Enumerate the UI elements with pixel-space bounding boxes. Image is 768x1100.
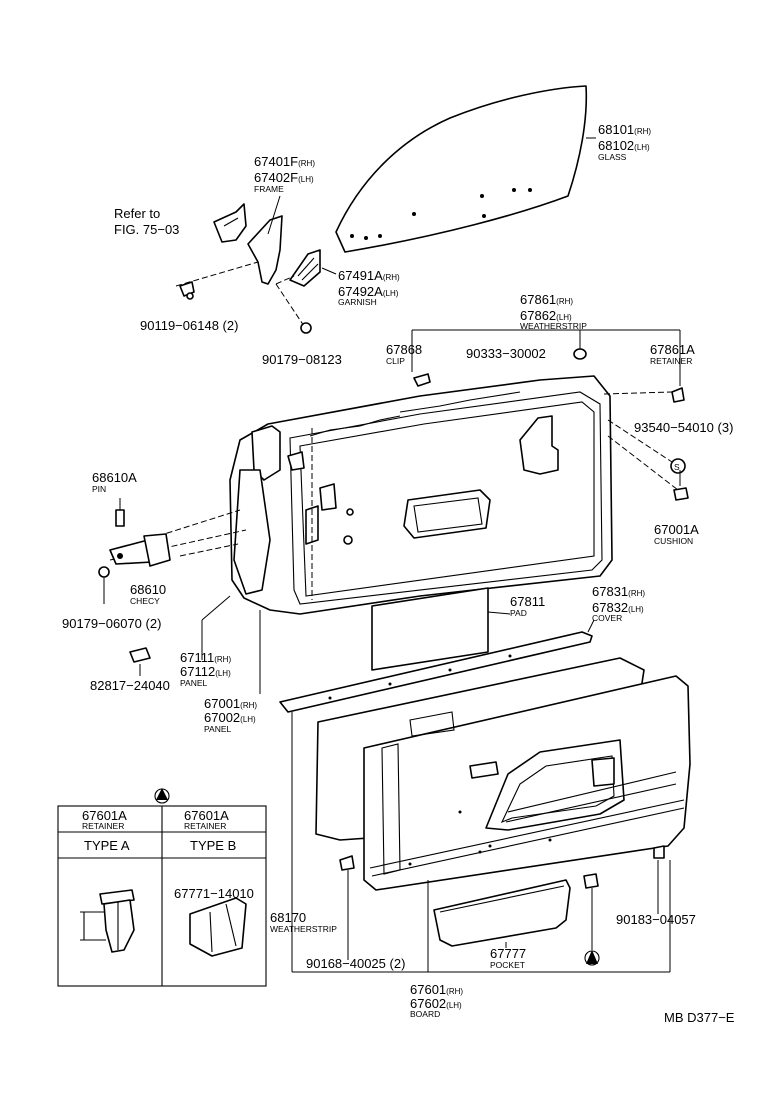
svg-text:RETAINER: RETAINER bbox=[82, 821, 124, 831]
svg-text:COVER: COVER bbox=[592, 613, 622, 623]
svg-text:68610A: 68610A bbox=[92, 470, 137, 485]
svg-text:BOARD: BOARD bbox=[410, 1009, 440, 1019]
svg-text:67601A: 67601A bbox=[82, 808, 127, 823]
svg-text:GARNISH: GARNISH bbox=[338, 297, 377, 307]
svg-text:67111(RH): 67111(RH) bbox=[180, 650, 231, 665]
svg-text:68102(LH): 68102(LH) bbox=[598, 138, 650, 153]
label-screw-low: 90168−40025 (2) bbox=[306, 956, 405, 971]
svg-text:TYPE A: TYPE A bbox=[84, 838, 130, 853]
svg-text:POCKET: POCKET bbox=[490, 960, 525, 970]
label-panel-outer: 67001(RH) 67002(LH) PANEL bbox=[204, 696, 257, 734]
svg-text:67777: 67777 bbox=[490, 946, 526, 961]
label-clip-low: 90183−04057 bbox=[616, 912, 696, 927]
label-bolt1: 90119−06148 (2) bbox=[140, 318, 238, 333]
svg-text:67601(RH): 67601(RH) bbox=[410, 982, 463, 997]
svg-text:68101(RH): 68101(RH) bbox=[598, 122, 651, 137]
svg-text:67832(LH): 67832(LH) bbox=[592, 600, 644, 615]
svg-text:WEATHERSTRIP: WEATHERSTRIP bbox=[520, 321, 587, 331]
svg-text:Refer to: Refer to bbox=[114, 206, 160, 221]
label-frame: 67401F(RH) 67402F(LH) FRAME bbox=[254, 154, 315, 194]
label-glass: 68101(RH) 68102(LH) GLASS bbox=[598, 122, 651, 162]
svg-text:RETAINER: RETAINER bbox=[184, 821, 226, 831]
svg-text:67402F(LH): 67402F(LH) bbox=[254, 170, 314, 185]
label-check: 68610 CHECY bbox=[130, 582, 166, 606]
svg-text:RETAINER: RETAINER bbox=[650, 356, 692, 366]
door-check-hardware bbox=[98, 498, 171, 604]
svg-text:FRAME: FRAME bbox=[254, 184, 284, 194]
pad bbox=[371, 587, 511, 671]
svg-text:67831(RH): 67831(RH) bbox=[592, 584, 645, 599]
svg-text:PANEL: PANEL bbox=[204, 724, 232, 734]
svg-text:67112(LH): 67112(LH) bbox=[180, 664, 231, 679]
svg-text:PIN: PIN bbox=[92, 484, 106, 494]
label-weatherstrip-top: 67861(RH) 67862(LH) WEATHERSTRIP bbox=[520, 292, 587, 331]
svg-text:67861(RH): 67861(RH) bbox=[520, 292, 573, 307]
panel-leaders bbox=[129, 595, 261, 694]
label-refer: Refer to FIG. 75−03 bbox=[114, 206, 179, 237]
label-cushion: 67001A CUSHION bbox=[654, 522, 699, 546]
label-nut2: 90179−06070 (2) bbox=[62, 616, 161, 631]
label-pocket: 67777 POCKET bbox=[490, 946, 526, 970]
label-weatherstrip-low: 68170 WEATHERSTRIP bbox=[270, 910, 337, 934]
svg-text:67401F(RH): 67401F(RH) bbox=[254, 154, 315, 169]
svg-text:TYPE B: TYPE B bbox=[190, 838, 236, 853]
weatherstrip-bracket bbox=[411, 329, 685, 403]
label-grommet: 90333−30002 bbox=[466, 346, 546, 361]
right-hardware: S bbox=[670, 458, 689, 501]
svg-text:GLASS: GLASS bbox=[598, 152, 627, 162]
door-glass bbox=[335, 85, 596, 253]
svg-text:67861A: 67861A bbox=[650, 342, 695, 357]
svg-text:67862(LH): 67862(LH) bbox=[520, 308, 572, 323]
pocket bbox=[433, 879, 571, 948]
svg-text:PAD: PAD bbox=[510, 608, 527, 618]
footer-code: MB D377−E bbox=[664, 1010, 735, 1025]
svg-text:WEATHERSTRIP: WEATHERSTRIP bbox=[270, 924, 337, 934]
svg-text:S: S bbox=[674, 462, 680, 472]
svg-text:PANEL: PANEL bbox=[180, 678, 208, 688]
frame-parts bbox=[175, 195, 337, 334]
svg-text:67491A(RH): 67491A(RH) bbox=[338, 268, 400, 283]
svg-text:67492A(LH): 67492A(LH) bbox=[338, 284, 399, 299]
inset-col2-header: 67601A RETAINER TYPE B 67771−14010 bbox=[174, 808, 254, 901]
label-pad: 67811 PAD bbox=[510, 594, 545, 618]
svg-text:67811: 67811 bbox=[510, 594, 545, 609]
label-cover: 67831(RH) 67832(LH) COVER bbox=[592, 584, 645, 623]
label-plug: 82817−24040 bbox=[90, 678, 170, 693]
svg-text:67602(LH): 67602(LH) bbox=[410, 996, 462, 1011]
svg-text:CLIP: CLIP bbox=[386, 356, 405, 366]
svg-text:67001A: 67001A bbox=[654, 522, 699, 537]
label-nut1: 90179−08123 bbox=[262, 352, 342, 367]
inset-col1-header: 67601A RETAINER TYPE A bbox=[82, 808, 130, 853]
label-board: 67601(RH) 67602(LH) BOARD bbox=[410, 982, 463, 1019]
inner-door-panel bbox=[109, 375, 679, 615]
svg-text:68170: 68170 bbox=[270, 910, 306, 925]
svg-text:FIG. 75−03: FIG. 75−03 bbox=[114, 222, 179, 237]
retainer-inset-table bbox=[57, 788, 267, 987]
label-retainer-top: 67861A RETAINER bbox=[650, 342, 695, 366]
door-trim-board bbox=[315, 657, 691, 891]
label-screw3: 93540−54010 (3) bbox=[634, 420, 733, 435]
label-clip: 67868 CLIP bbox=[386, 342, 422, 366]
lower-hardware bbox=[291, 712, 671, 973]
svg-text:67601A: 67601A bbox=[184, 808, 229, 823]
svg-text:67771−14010: 67771−14010 bbox=[174, 886, 254, 901]
svg-text:CUSHION: CUSHION bbox=[654, 536, 693, 546]
svg-text:67002(LH): 67002(LH) bbox=[204, 710, 256, 725]
svg-text:67001(RH): 67001(RH) bbox=[204, 696, 257, 711]
label-panel-inner: 67111(RH) 67112(LH) PANEL bbox=[180, 650, 231, 688]
svg-text:68610: 68610 bbox=[130, 582, 166, 597]
label-garnish: 67491A(RH) 67492A(LH) GARNISH bbox=[338, 268, 400, 307]
svg-text:CHECY: CHECY bbox=[130, 596, 160, 606]
cover-strip bbox=[279, 619, 595, 713]
label-pin: 68610A PIN bbox=[92, 470, 137, 494]
svg-text:67868: 67868 bbox=[386, 342, 422, 357]
